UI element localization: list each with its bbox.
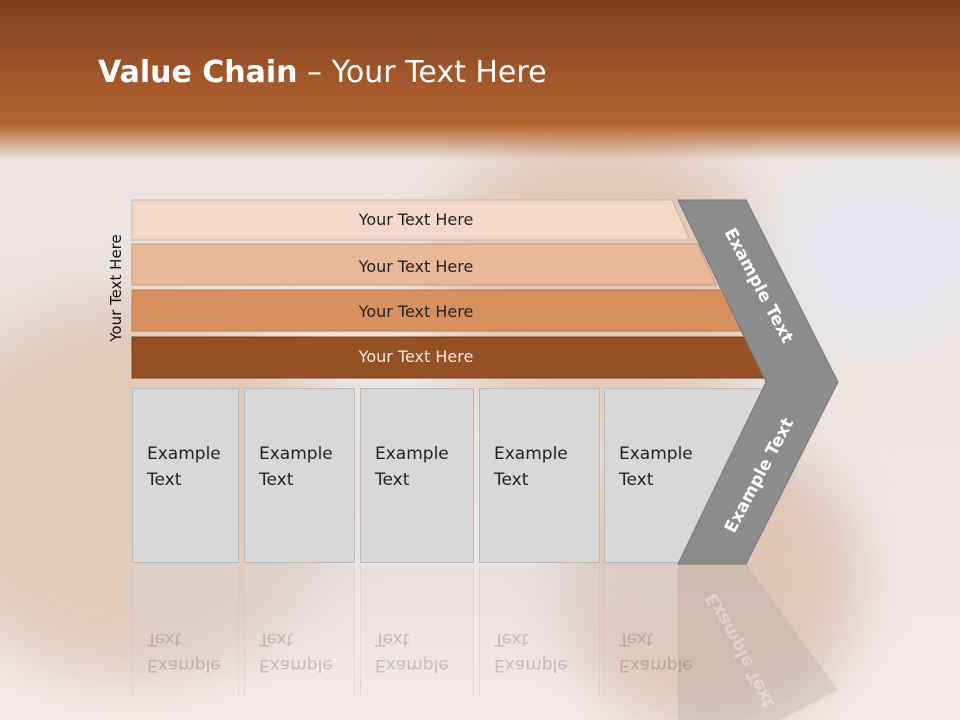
row-1-bar bbox=[131, 199, 691, 241]
title-rest: – Your Text Here bbox=[297, 55, 547, 90]
header-band bbox=[0, 0, 960, 160]
box-3-reflection: Example Text bbox=[360, 566, 474, 696]
box-5-label: Example Text bbox=[619, 444, 693, 490]
box-3-reflection-label: Example Text bbox=[375, 629, 449, 675]
row-1-label: Your Text Here bbox=[358, 210, 474, 229]
box-2-reflection: Example Text bbox=[244, 566, 355, 696]
box-1-reflection: Example Text bbox=[132, 566, 239, 696]
box-5-reflection-label: Example Text bbox=[619, 629, 693, 675]
chevron-reflection bbox=[678, 564, 838, 720]
row-2-label: Your Text Here bbox=[358, 257, 474, 276]
box-2: Example Text bbox=[244, 388, 355, 563]
box-2-label: Example Text bbox=[259, 444, 333, 490]
box-4: Example Text bbox=[479, 388, 600, 563]
row-3-label: Your Text Here bbox=[358, 302, 474, 321]
row-4-label: Your Text Here bbox=[358, 347, 474, 366]
box-5-reflection: Example Text bbox=[604, 566, 693, 696]
box-4-reflection-label: Example Text bbox=[494, 629, 568, 675]
box-4-label: Example Text bbox=[494, 444, 568, 490]
slide-title: Value Chain – Your Text Here bbox=[98, 55, 547, 90]
box-1: Example Text bbox=[132, 388, 239, 563]
title-bold: Value Chain bbox=[98, 55, 298, 90]
chevron-arrow bbox=[677, 199, 839, 565]
box-2-reflection-label: Example Text bbox=[259, 629, 333, 675]
box-1-reflection-label: Example Text bbox=[147, 629, 221, 675]
box-3-label: Example Text bbox=[375, 444, 449, 490]
box-3: Example Text bbox=[360, 388, 474, 563]
row-2-bar bbox=[131, 243, 717, 286]
box-4-reflection: Example Text bbox=[479, 566, 600, 696]
box-1-label: Example Text bbox=[147, 444, 221, 490]
